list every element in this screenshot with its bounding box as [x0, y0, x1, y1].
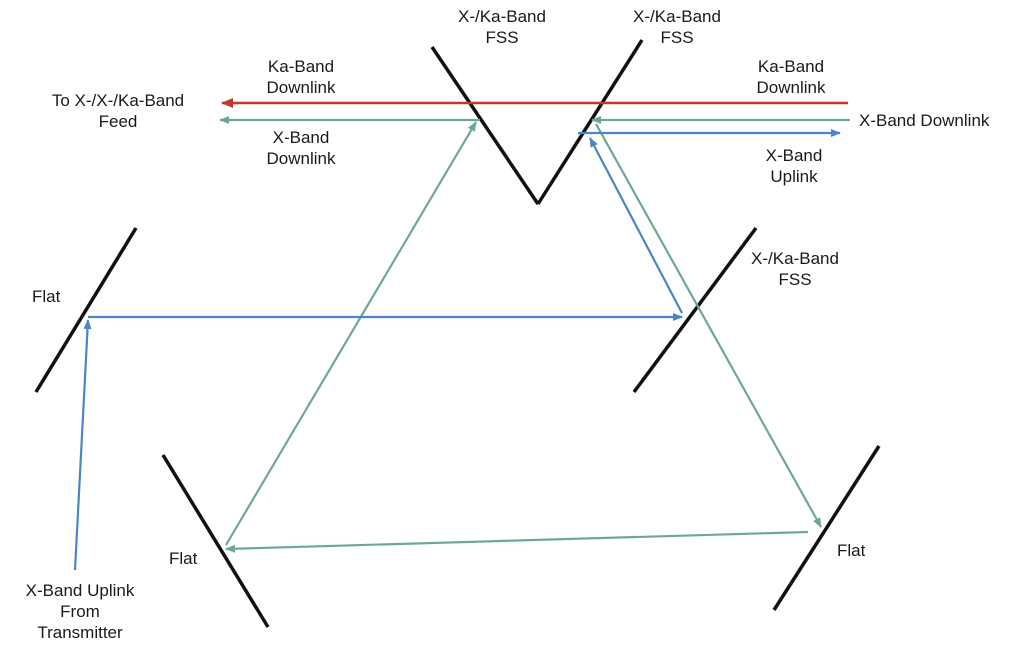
- ka-downlink-right-label-line2: Downlink: [756, 78, 826, 97]
- x-band-downlink-down-arrow: [595, 123, 822, 528]
- flat-mirror-bottom-left: [161, 454, 270, 628]
- x-downlink-left-label: X-Band Downlink: [236, 127, 366, 169]
- fss-top-right-label-line2: FSS: [660, 28, 694, 47]
- x-uplink-right-label-line1: X-Band: [765, 146, 823, 165]
- flat-mirror-bottom-right: [772, 445, 881, 611]
- feed-label-line2: Feed: [98, 112, 138, 131]
- x-downlink-left-label-line2: Downlink: [266, 149, 336, 168]
- fss-top-left-label: X-/Ka-Band FSS: [442, 6, 562, 48]
- feed-label-line1: To X-/X-/Ka-Band: [51, 91, 185, 110]
- x-band-downlink-up-arrow: [225, 121, 477, 546]
- x-band-uplink-source-arrow: [73, 319, 92, 571]
- x-downlink-right-label: X-Band Downlink: [859, 111, 990, 130]
- fss-top-right-label: X-/Ka-Band FSS: [617, 6, 737, 48]
- x-uplink-source-label-line3: Transmitter: [37, 623, 123, 642]
- x-uplink-right-label-line2: Uplink: [770, 167, 818, 186]
- x-downlink-left-label-line1: X-Band: [272, 128, 330, 147]
- ka-downlink-left-label-line1: Ka-Band: [267, 57, 335, 76]
- ka-downlink-right-label-line1: Ka-Band: [757, 57, 825, 76]
- fss-top-left-label-line1: X-/Ka-Band: [458, 7, 546, 26]
- ka-downlink-left-label-line2: Downlink: [266, 78, 336, 97]
- fss-right-label-line1: X-/Ka-Band: [751, 249, 839, 268]
- fss-right-label: X-/Ka-Band FSS: [735, 248, 855, 290]
- flat-mirror-top-left: [34, 227, 138, 393]
- ka-downlink-left-label: Ka-Band Downlink: [236, 56, 366, 98]
- fss-mirror-top-right: [536, 39, 644, 205]
- fss-top-left-label-line2: FSS: [485, 28, 519, 47]
- fss-right-label-line2: FSS: [778, 270, 812, 289]
- x-band-downlink-bottom-arrow: [225, 530, 809, 553]
- x-uplink-source-label: X-Band Uplink From Transmitter: [0, 580, 160, 643]
- x-band-uplink-fss-arrow: [589, 137, 683, 314]
- feed-label: To X-/X-/Ka-Band Feed: [12, 90, 224, 132]
- flat-top-left-label: Flat: [32, 287, 61, 306]
- x-uplink-source-label-line1: X-Band Uplink: [25, 581, 135, 600]
- fss-top-right-label-line1: X-/Ka-Band: [633, 7, 721, 26]
- x-uplink-source-label-line2: From: [60, 602, 100, 621]
- flat-bottom-right-label: Flat: [837, 541, 866, 560]
- x-uplink-right-label: X-Band Uplink: [734, 145, 854, 187]
- fss-mirror-top-left: [430, 46, 540, 205]
- fss-mirror-right: [632, 226, 758, 394]
- flat-bottom-left-label: Flat: [169, 549, 198, 568]
- ka-downlink-right-label: Ka-Band Downlink: [726, 56, 856, 98]
